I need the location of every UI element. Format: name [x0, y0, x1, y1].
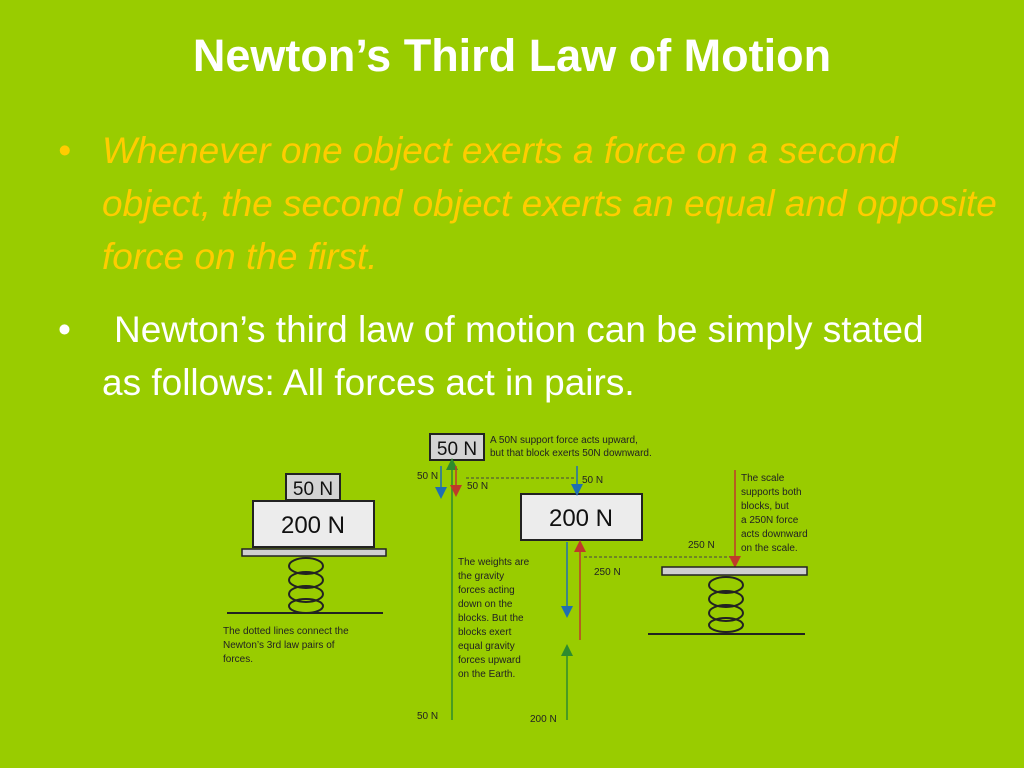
small-block-label: 50 N: [437, 439, 477, 460]
force-label: 50 N: [417, 711, 438, 722]
bullet-pairs-text: Newton’s third law of motion can be simp…: [102, 309, 924, 403]
force-label: 200 N: [530, 714, 557, 725]
spring: [708, 576, 744, 633]
bullet-definition: • Whenever one object exerts a force on …: [58, 124, 998, 283]
left-spring-figure: 50 N 200 N The dotted lines connect the …: [223, 473, 387, 665]
note-top: A 50N support force acts upward, but tha…: [490, 435, 652, 459]
left-caption: The dotted lines connect the Newton’s 3r…: [223, 626, 351, 665]
bullet-definition-text: Whenever one object exerts a force on a …: [102, 130, 997, 277]
force-label: 50 N: [582, 475, 603, 486]
scale-plate: [661, 566, 808, 576]
bullet-marker: •: [58, 309, 71, 350]
slide-title: Newton’s Third Law of Motion: [192, 30, 832, 81]
big-block: [252, 500, 375, 548]
bullet-marker: •: [58, 130, 71, 171]
bullet-pairs: • Newton’s third law of motion can be si…: [58, 303, 958, 409]
small-block-label: 50 N: [293, 479, 333, 500]
force-label: 250 N: [594, 567, 621, 578]
force-label: 50 N: [467, 481, 488, 492]
big-block: [520, 493, 643, 541]
small-block: [285, 473, 341, 501]
force-label: 50 N: [417, 471, 438, 482]
force-label: 250 N: [688, 540, 715, 551]
big-block-label: 200 N: [549, 505, 613, 532]
big-block-label: 200 N: [281, 512, 345, 539]
note-weights: The weights are the gravity forces actin…: [458, 557, 532, 680]
scale-plate: [241, 548, 387, 557]
note-scale: The scale supports both blocks, but a 25…: [741, 473, 810, 554]
right-force-figure: 50 N A 50N support force acts upward, bu…: [417, 433, 810, 725]
small-block: [429, 433, 485, 461]
spring: [288, 557, 324, 614]
